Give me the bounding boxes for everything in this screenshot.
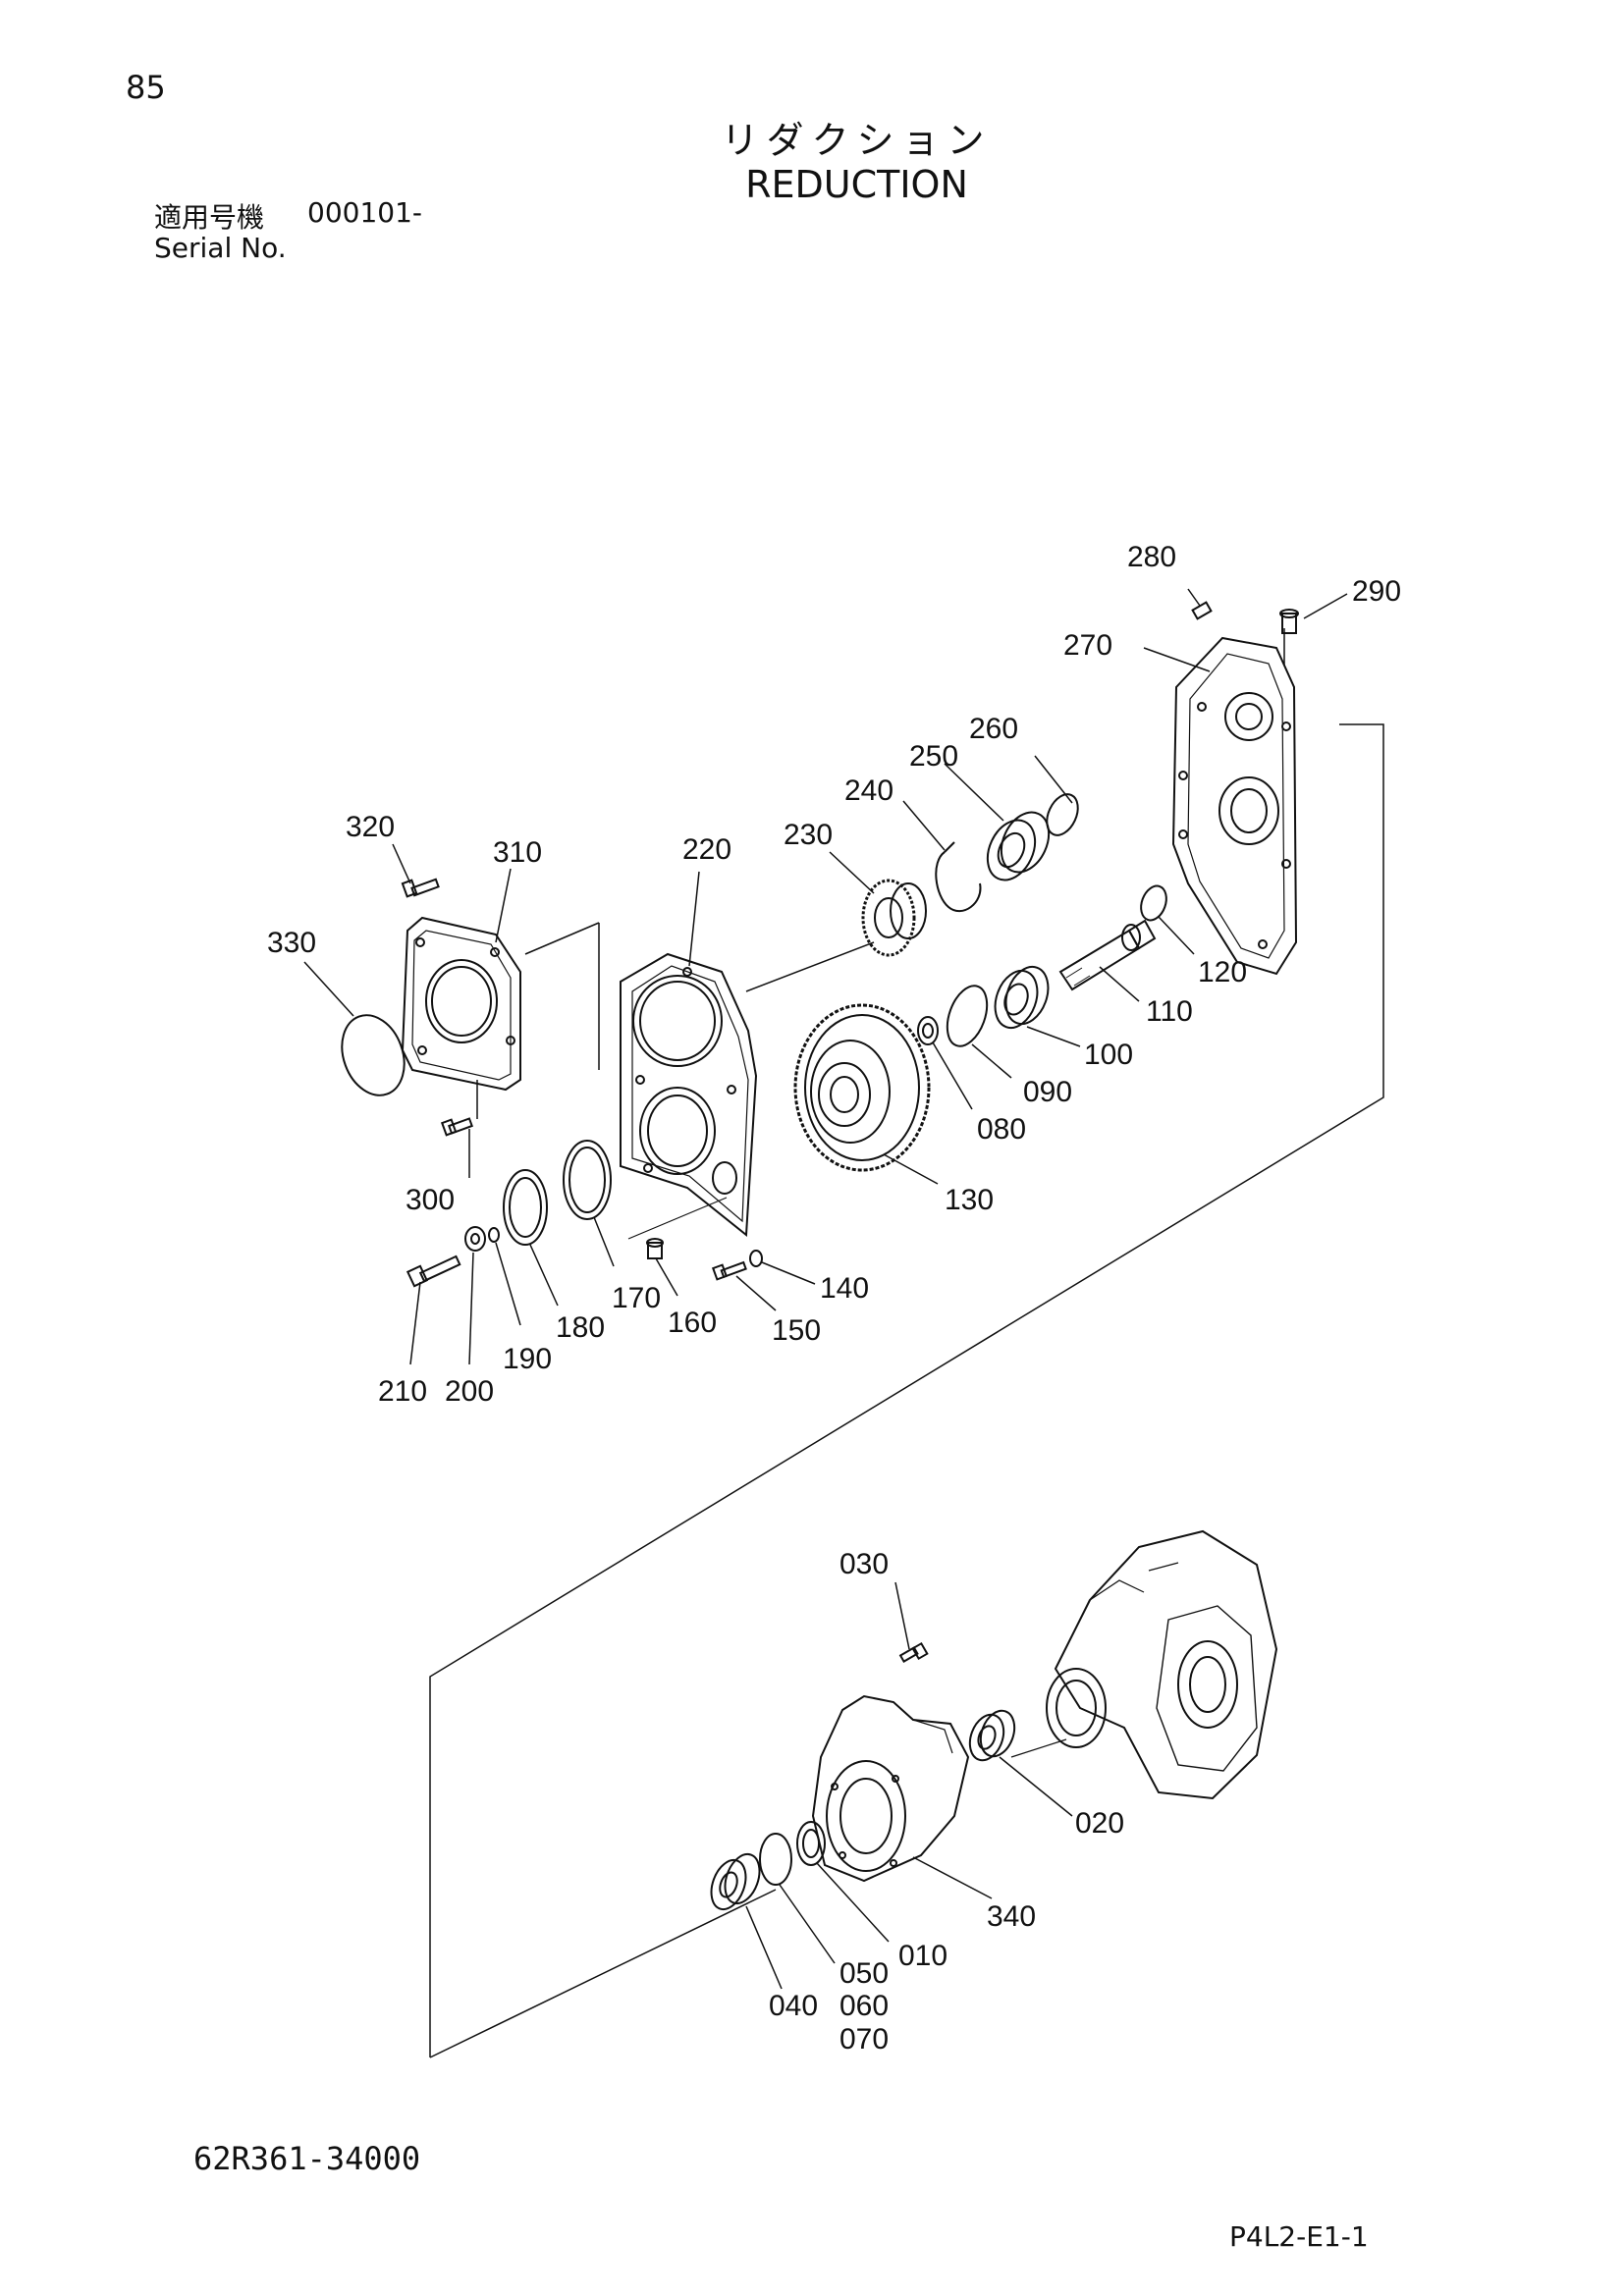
part-150-bolt [711,1260,777,1311]
callout-260: 260 [969,713,1018,745]
part-020-bearing [968,1709,1073,1817]
callout-330: 330 [267,927,316,959]
callout-300: 300 [406,1184,455,1216]
part-axle-housing [1010,1529,1278,1800]
part-310-cover-plate [401,868,521,1092]
callout-020: 020 [1075,1807,1124,1840]
callout-180: 180 [556,1311,605,1344]
serial-label-japanese: 適用号機 [154,201,265,234]
callout-090: 090 [1023,1076,1072,1108]
part-190-o-ring [488,1227,521,1326]
part-220-gear-case [620,871,758,1237]
part-100-bearing [994,965,1081,1047]
callout-140: 140 [820,1272,869,1305]
callout-310: 310 [493,836,542,869]
page-number: 85 [126,69,166,106]
part-050-snap-ring [759,1833,836,1964]
callout-070: 070 [839,2023,889,2056]
callout-190: 190 [503,1343,552,1375]
part-170-seal [563,1140,615,1267]
part-030-bolt [894,1581,929,1663]
callout-200: 200 [445,1375,494,1408]
part-240-clip [902,800,982,913]
callout-150: 150 [772,1314,821,1347]
callout-040: 040 [769,1990,818,2022]
callout-110: 110 [1146,995,1193,1028]
callout-100: 100 [1084,1039,1133,1071]
callout-060: 060 [839,1990,889,2022]
title-english: REDUCTION [745,163,968,206]
callout-120: 120 [1198,956,1247,988]
serial-label-english: Serial No. [154,232,287,264]
part-180-seal [503,1169,559,1307]
part-230-gear [829,851,927,957]
part-290-plug [1279,593,1348,634]
part-040-bearing [710,1852,783,1990]
part-130-large-gear [793,1003,939,1185]
callout-130: 130 [945,1184,994,1216]
callout-030: 030 [839,1548,889,1580]
part-210-bolt [406,1255,461,1365]
part-250-bearing [944,763,1051,881]
serial-number-value: 000101- [307,196,422,229]
callout-050: 050 [839,1957,889,1990]
part-300-bolt [440,1080,478,1178]
part-160-plug [627,1197,728,1297]
callout-290: 290 [1352,575,1401,608]
part-120-snap-ring [1140,884,1195,955]
part-110-shaft [1058,919,1157,1002]
callout-010: 010 [898,1940,947,1972]
callout-230: 230 [784,819,833,851]
part-320-bolt [392,843,440,898]
part-330-o-ring [303,961,406,1096]
part-140-washer [749,1250,816,1285]
part-340-carrier [811,1694,993,1899]
drawing-number: 62R361-34000 [193,2140,421,2177]
part-270-cover-case [1143,628,1298,976]
part-280-pin [1187,588,1213,620]
part-090-snap-ring [946,985,1012,1079]
callout-220: 220 [682,833,731,866]
assembly-frame-lines [429,723,1384,2058]
callout-170: 170 [612,1282,661,1314]
callout-080: 080 [977,1113,1026,1146]
callout-160: 160 [668,1307,717,1339]
callout-250: 250 [909,740,958,773]
part-260-snap-ring [1034,755,1079,836]
part-200-washer [464,1226,486,1365]
callout-320: 320 [346,811,395,843]
page-code: P4L2-E1-1 [1229,2220,1369,2253]
callout-280: 280 [1127,541,1176,573]
callout-240: 240 [844,774,893,807]
title-japanese: リダクション [721,119,993,162]
callout-340: 340 [987,1900,1036,1933]
part-010-seal [796,1821,890,1943]
callout-labels: 280 290 270 260 250 240 230 220 320 310 … [267,541,1401,2056]
part-080-collar [917,1016,973,1110]
callout-210: 210 [378,1375,427,1408]
callout-270: 270 [1063,629,1112,662]
